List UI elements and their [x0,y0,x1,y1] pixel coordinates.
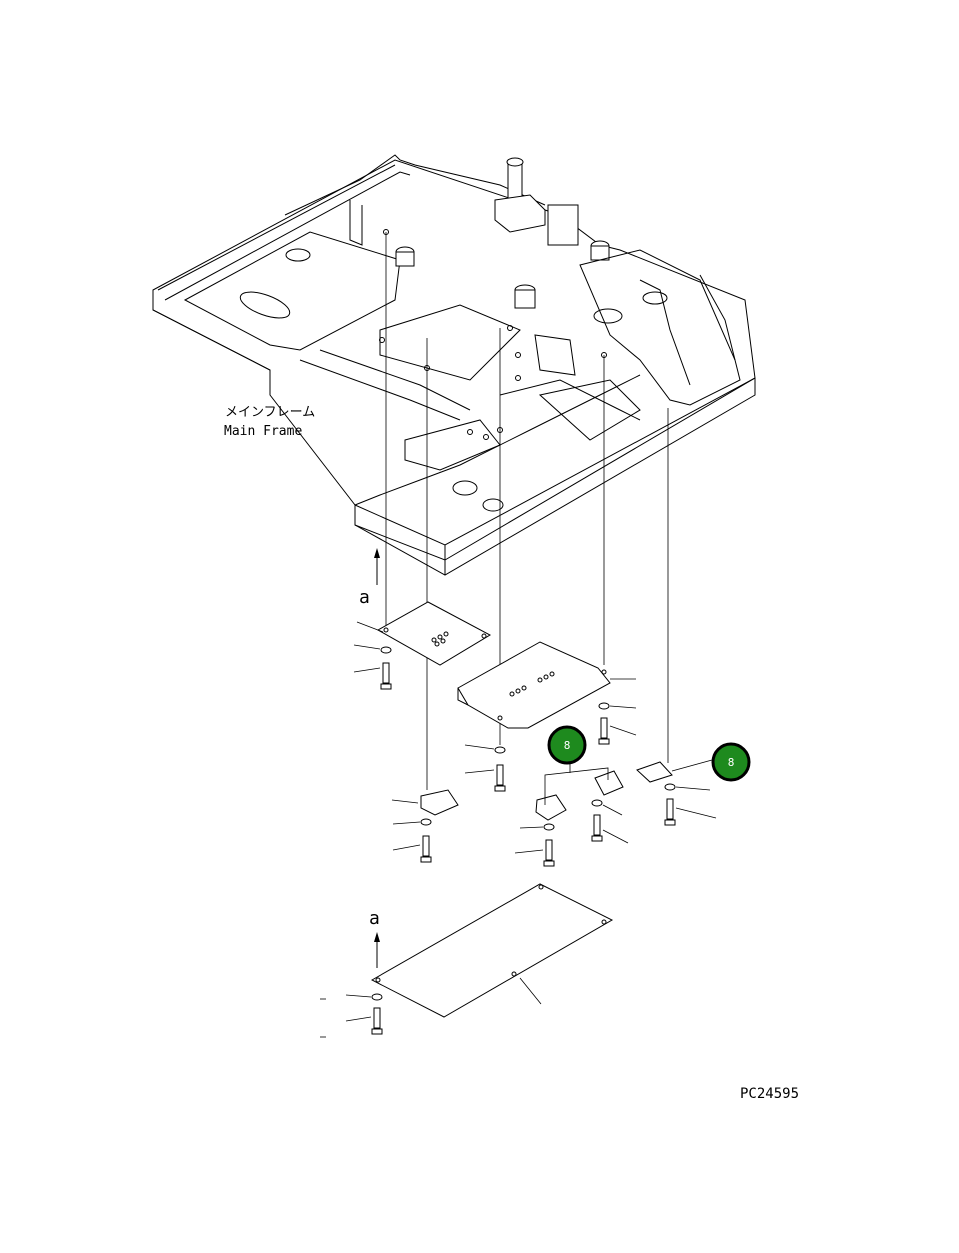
round-cover-center-right [594,770,624,796]
callout-8-center-label: 8 [564,739,571,752]
deck-hole [285,248,311,262]
deck-hole [593,308,623,324]
main-frame-label-en: Main Frame [224,424,302,439]
view-a-label-upper: a [359,587,370,608]
front-beam-bottom [354,378,756,576]
grid-holes-center [509,671,555,697]
round-cover-center [535,794,567,821]
callout-8-center[interactable]: 8 [547,725,587,765]
view-a-indicator-upper: a [359,548,380,608]
deck-slot [239,291,291,319]
frame-outline [152,159,756,561]
left-rail-top [157,164,396,291]
cover-plate-center [457,641,636,729]
view-a-indicator-lower: a [369,908,380,968]
main-frame [152,154,756,576]
view-a-label-lower: a [369,908,380,929]
under-cover-fasteners [320,993,383,1038]
left-deck-plate [183,231,401,351]
grid-holes [431,631,449,647]
round-cover-right [636,759,713,783]
left-rail [152,290,271,395]
under-cover-plate [370,883,614,1018]
right-deck [579,249,741,406]
main-frame-label: メインフレーム Main Frame [224,405,315,439]
callout-8-right[interactable]: 8 [711,742,751,782]
fasteners [353,644,717,867]
callout-8-right-label: 8 [728,756,735,769]
drawing-number: PC24595 [740,1086,799,1102]
callout-bracket [544,767,609,805]
main-frame-label-jp: メインフレーム [225,405,315,420]
cover-plate-left [356,601,492,666]
round-cover-left [391,789,459,816]
